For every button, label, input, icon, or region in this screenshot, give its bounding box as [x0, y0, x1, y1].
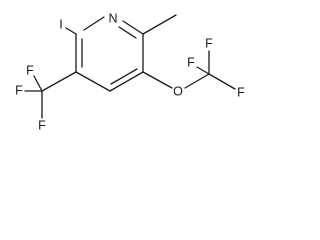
bond-o-cocf3	[184, 73, 210, 89]
atom-cf3-fluorine-top: F	[26, 63, 34, 77]
bond-c3-c4	[75, 71, 111, 92]
atom-cf3-fluorine-left: F	[15, 83, 23, 97]
atom-ocf3-fluorine-left: F	[187, 55, 195, 69]
atom-iodine: I	[59, 17, 62, 31]
bond-ocf3-f-left	[196, 66, 210, 75]
bond-n-c2	[83, 16, 105, 31]
chemical-structure: N I O F F F F F F	[15, 11, 245, 132]
bond-c6-n-double	[118, 26, 137, 39]
bond-c5-o	[142, 71, 173, 89]
atom-ocf3-fluorine-right: F	[237, 85, 245, 99]
atom-labels: N I O F F F F F F	[15, 11, 245, 132]
bond-c2-i	[65, 27, 77, 35]
bond-ocf3-f-right	[208, 73, 236, 90]
bond-c6-n	[122, 20, 144, 35]
bond-c4-c5-double	[110, 68, 138, 85]
atom-ring-nitrogen: N	[108, 11, 117, 25]
atom-ocf3-fluorine-top: F	[205, 36, 213, 50]
bonds	[24, 14, 236, 119]
bond-c3-cf3	[41, 71, 77, 92]
bond-cf3-f-top	[33, 75, 43, 92]
atom-cf3-fluorine-bottom: F	[38, 118, 46, 132]
bond-c4-c5	[109, 71, 144, 92]
atom-ether-oxygen: O	[173, 84, 183, 98]
bond-c6-methyl	[142, 14, 177, 35]
